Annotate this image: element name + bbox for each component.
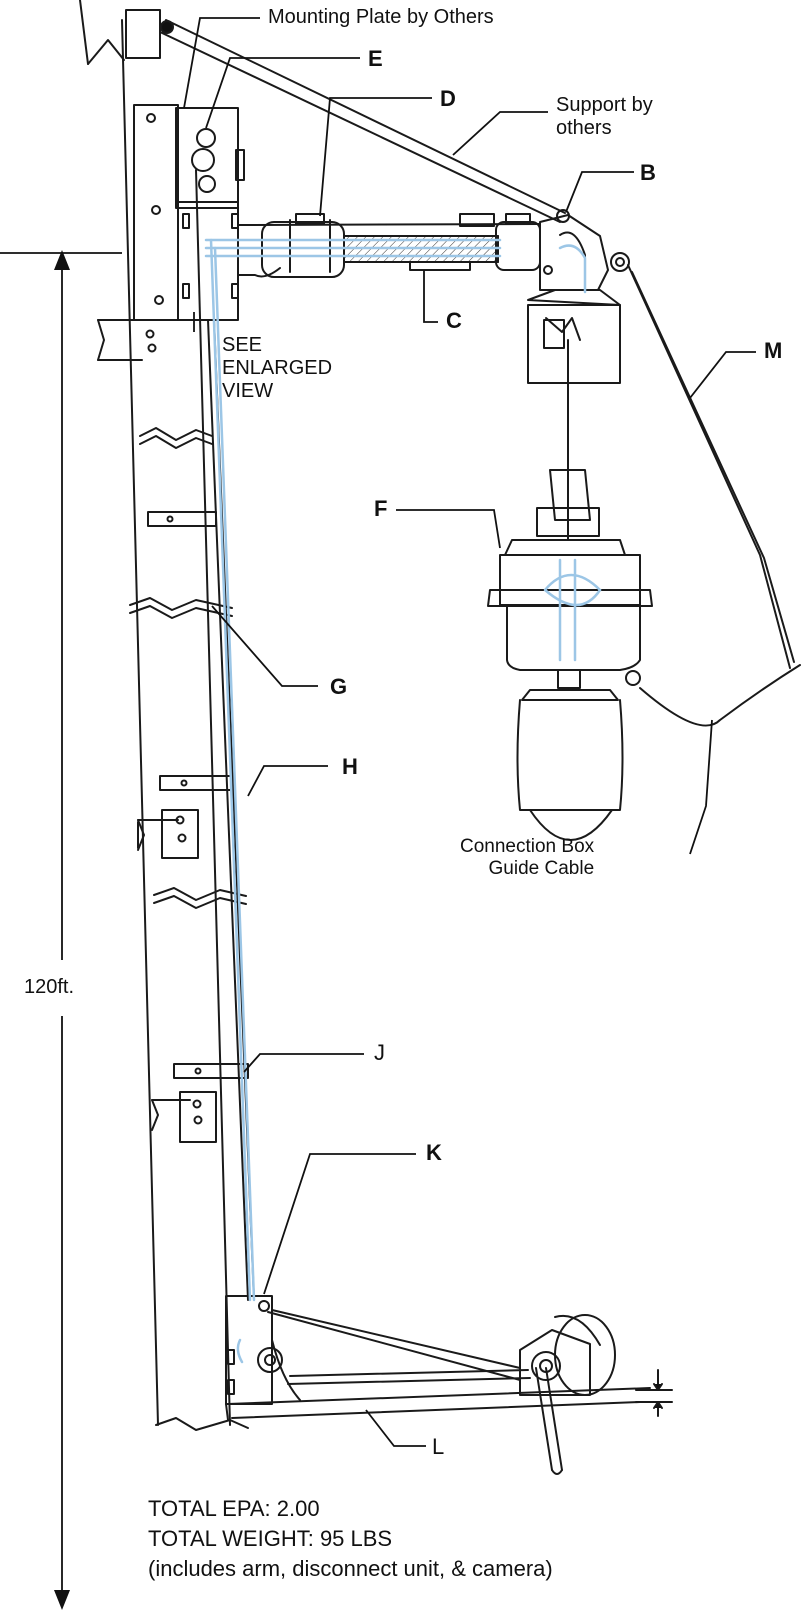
- callout-d: D: [440, 86, 456, 111]
- spec-total-weight: TOTAL WEIGHT: 95 LBS: [148, 1526, 393, 1551]
- mounting-plate: [97, 104, 179, 361]
- label-see-enlarged-view: SEE ENLARGED VIEW: [222, 334, 332, 403]
- internal-wiring: [204, 238, 602, 1364]
- label-mounting-plate: Mounting Plate by Others: [268, 6, 494, 28]
- spec-includes-note: (includes arm, disconnect unit, & camera…: [148, 1556, 553, 1581]
- connection-box-line1: Connection Box: [460, 836, 595, 857]
- callout-e: E: [368, 46, 383, 71]
- callout-m: M: [764, 338, 783, 363]
- support-arm: [237, 213, 630, 451]
- callout-h: H: [342, 754, 358, 779]
- height-dimension-line: [0, 250, 122, 1610]
- callout-g: G: [330, 674, 348, 699]
- label-support-by-others: Support by others: [556, 94, 653, 140]
- support-brace: [159, 19, 570, 223]
- callout-leaders: [183, 17, 756, 1447]
- pole-side-brackets: [137, 809, 217, 1143]
- pole: [79, 0, 249, 1431]
- connection-box-line2: Guide Cable: [488, 857, 595, 879]
- guide-cable-m: [627, 264, 801, 727]
- callout-j: J: [374, 1040, 385, 1065]
- label-support-line1: Support by: [556, 94, 653, 116]
- callout-f: F: [374, 496, 388, 521]
- see-enlarged-line3: VIEW: [222, 380, 274, 402]
- see-enlarged-line1: SEE: [222, 334, 263, 356]
- callout-l: L: [432, 1434, 445, 1459]
- camera-dome: [516, 669, 624, 841]
- label-height: 120ft.: [24, 976, 75, 998]
- spec-total-epa: TOTAL EPA: 2.00: [148, 1496, 320, 1521]
- label-support-line2: others: [556, 117, 612, 139]
- callout-c: C: [446, 308, 462, 333]
- callout-k: K: [426, 1140, 442, 1165]
- see-enlarged-line2: ENLARGED: [222, 357, 333, 379]
- disconnect-unit-f: [487, 449, 653, 686]
- connection-box-e: [175, 107, 245, 321]
- callout-b: B: [640, 160, 656, 185]
- label-connection-box-guide-cable: Connection Box Guide Cable: [460, 836, 594, 880]
- winch-base: [225, 1295, 673, 1475]
